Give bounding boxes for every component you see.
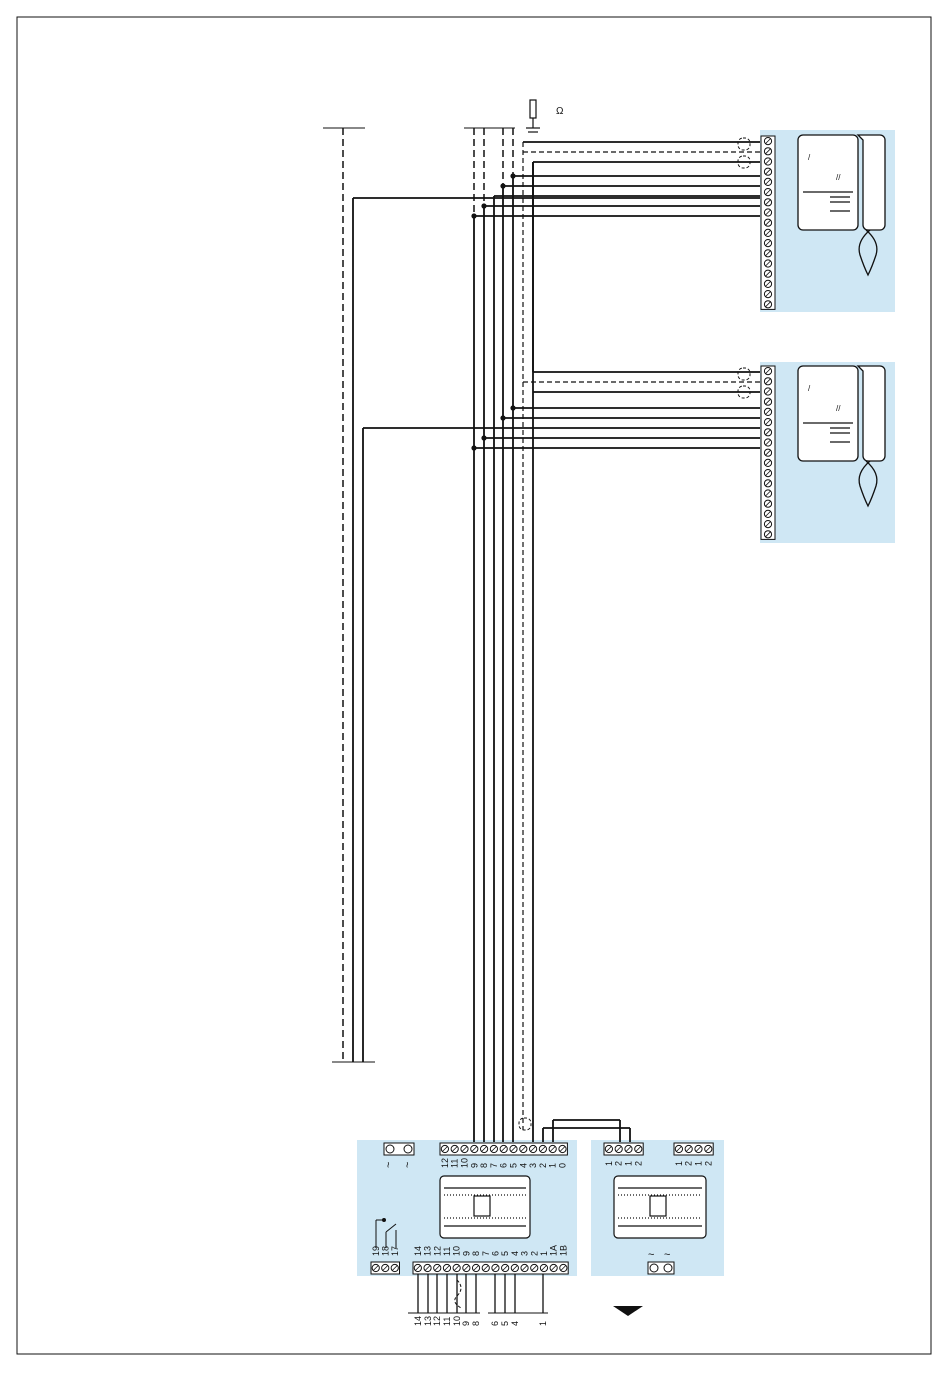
power-unit-top-terminal-label: 5 <box>509 1163 519 1168</box>
amp-terminal-label: 1 <box>604 1161 614 1166</box>
amp-ac-block <box>648 1262 674 1274</box>
amp-terminal-label: 1 <box>694 1161 704 1166</box>
amp-ac-label-left: ~ <box>648 1249 654 1261</box>
power-unit-bottom-terminal-label: 4 <box>510 1251 520 1256</box>
power-unit-bottom-terminal-block <box>413 1262 568 1274</box>
ac-label-right: ~ <box>402 1162 414 1168</box>
output-wire-label: 14 <box>413 1316 423 1326</box>
power-unit-bottom-terminal-label: 6 <box>490 1251 500 1256</box>
power-unit-top-terminal-label: 10 <box>460 1158 470 1168</box>
power-unit-left-terminal-label: 17 <box>390 1246 400 1256</box>
amp-terminal-labels-b: 1212 <box>674 1161 713 1166</box>
power-unit-top-terminal-label: 2 <box>538 1163 548 1168</box>
amp-terminal-label: 2 <box>703 1161 713 1166</box>
resistor-label: Ω <box>556 106 564 117</box>
power-unit-bottom-terminal-label: 13 <box>423 1246 433 1256</box>
resistor-icon <box>526 100 540 132</box>
power-unit-top-terminal-label: 9 <box>469 1163 479 1168</box>
power-unit-top-terminal-label: 7 <box>489 1163 499 1168</box>
output-wire-label: 6 <box>490 1321 500 1326</box>
power-unit-bottom-terminal-label: 12 <box>432 1246 442 1256</box>
power-unit-bottom-terminal-label: 10 <box>452 1246 462 1256</box>
power-unit-bottom-terminal-label: 2 <box>529 1251 539 1256</box>
output-wire-label: 5 <box>500 1321 510 1326</box>
output-wire-label: 12 <box>432 1316 442 1326</box>
power-unit-bottom-terminal-label: 1 <box>539 1251 549 1256</box>
svg-text://: // <box>836 173 841 182</box>
power-unit-top-terminal-label: 0 <box>558 1163 568 1168</box>
power-unit-left-terminal-block <box>371 1262 400 1274</box>
amp-terminal-block-b <box>674 1143 713 1155</box>
power-unit-top-terminal-label: 6 <box>499 1163 509 1168</box>
power-unit-bottom-terminal-label: 7 <box>481 1251 491 1256</box>
power-unit-device-icon <box>440 1176 530 1238</box>
handset-2-terminal-strip <box>761 366 775 539</box>
jumper-dashed <box>455 1280 461 1308</box>
power-unit-bottom-terminal-label: 11 <box>442 1247 452 1256</box>
power-unit-bottom-terminal-label: 1A <box>549 1245 559 1256</box>
amp-terminal-block-a <box>604 1143 643 1155</box>
power-unit-bottom-terminal-label: 1B <box>558 1245 568 1256</box>
output-wire-label: 8 <box>471 1321 481 1326</box>
amp-terminal-label: 1 <box>624 1161 634 1166</box>
power-unit-top-terminal-label: 11 <box>450 1159 460 1168</box>
amp-terminal-label: 2 <box>614 1161 624 1166</box>
power-unit-top-terminal-label: 12 <box>440 1158 450 1168</box>
riser-wires <box>323 128 760 1142</box>
power-unit-bottom-terminal-label: 8 <box>471 1251 481 1256</box>
amp-terminal-label: 2 <box>684 1161 694 1166</box>
amp-unit-device-icon <box>614 1176 706 1238</box>
amp-terminal-label: 1 <box>674 1161 684 1166</box>
svg-text://: // <box>836 404 841 413</box>
handset-1-terminal-strip <box>761 136 775 309</box>
output-wire-label: 1 <box>538 1321 548 1326</box>
amp-ac-label-right: ~ <box>664 1249 670 1261</box>
down-arrow-icon <box>613 1306 643 1316</box>
output-wire-label: 4 <box>510 1321 520 1326</box>
power-unit-top-terminal-label: 3 <box>528 1163 538 1168</box>
output-wire-label: 11 <box>442 1317 452 1326</box>
power-unit-top-terminal-label: 1 <box>548 1163 558 1168</box>
power-unit-top-terminal-label: 8 <box>479 1163 489 1168</box>
ac-label-left: ~ <box>383 1162 395 1168</box>
power-unit-left-labels: 191817 <box>371 1246 400 1256</box>
power-unit-bottom-terminal-label: 5 <box>500 1251 510 1256</box>
power-unit-top-terminal-label: 4 <box>518 1163 528 1168</box>
power-unit-bottom-terminal-label: 14 <box>413 1246 423 1256</box>
power-unit-bottom-terminal-label: 3 <box>520 1251 530 1256</box>
power-unit-top-terminal-block <box>440 1143 567 1155</box>
power-unit-bottom-terminal-label: 9 <box>461 1251 471 1256</box>
output-wire-label: 9 <box>461 1321 471 1326</box>
power-unit-ac-block <box>384 1143 414 1155</box>
power-unit-left-terminal-label: 18 <box>380 1246 390 1256</box>
amp-terminal-label: 2 <box>633 1161 643 1166</box>
bottom-wires <box>408 1274 548 1313</box>
